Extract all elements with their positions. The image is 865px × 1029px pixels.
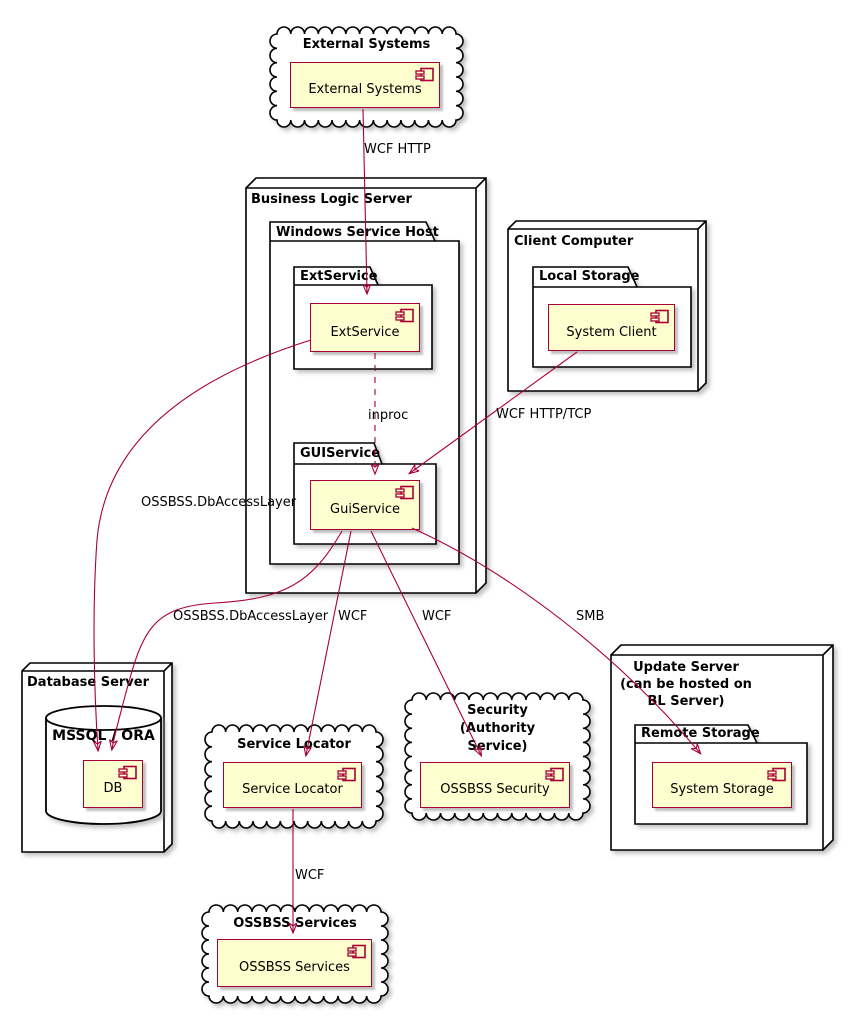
- component-icon: [394, 484, 416, 507]
- remote-storage-title: Remote Storage: [641, 726, 760, 741]
- edge-label-wcf-locator: WCF: [338, 609, 368, 624]
- component-icon: [414, 66, 436, 89]
- extservice-package-title: ExtService: [300, 269, 378, 284]
- windows-service-host-package: Windows Service Host ExtService ExtServi…: [269, 221, 460, 565]
- mssql-ora-title: MSSQL / ORA: [52, 728, 155, 744]
- guiservice-component: GuiService: [310, 480, 420, 530]
- component-icon: [346, 943, 368, 966]
- system-client-component: System Client: [548, 304, 675, 351]
- system-client-component-label: System Client: [566, 324, 657, 340]
- component-icon: [394, 307, 416, 330]
- edge-label-wcf-security: WCF: [422, 609, 452, 624]
- external-systems-cloud: External Systems External Systems: [269, 26, 464, 128]
- local-storage-title: Local Storage: [539, 269, 640, 284]
- external-systems-cloud-title: External Systems: [302, 37, 431, 52]
- edge-label-wcf-http-tcp: WCF HTTP/TCP: [496, 407, 592, 422]
- ossbss-security-component-label: OSSBSS Security: [440, 782, 550, 797]
- ossbss-security-component: OSSBSS Security: [420, 762, 570, 808]
- db-component: DB: [83, 760, 143, 808]
- component-icon: [766, 766, 788, 789]
- database-server-title: Database Server: [27, 675, 150, 690]
- local-storage-package: Local Storage System Client: [532, 266, 692, 368]
- edge-label-inproc: inproc: [368, 408, 409, 423]
- ossbss-services-cloud: OSSBSS Services OSSBSS Services: [201, 904, 389, 1004]
- component-icon: [336, 766, 358, 789]
- external-systems-component: External Systems: [290, 62, 440, 108]
- extservice-component: ExtService: [310, 303, 420, 352]
- edge-label-dbaccess-gui: OSSBSS.DbAccessLayer: [173, 609, 329, 624]
- security-cloud-title: Security (Authority Service): [459, 703, 536, 754]
- database-server-node: Database Server MSSQL / ORA DB: [21, 662, 173, 853]
- remote-storage-package: Remote Storage System Storage: [634, 724, 808, 825]
- guiservice-package: GUIService GuiService: [293, 442, 437, 545]
- update-server-title: Update Server (can be hosted on BL Serve…: [620, 660, 752, 709]
- external-systems-component-label: External Systems: [308, 82, 422, 97]
- service-locator-cloud-title: Service Locator: [237, 737, 351, 752]
- edge-label-smb: SMB: [576, 609, 605, 624]
- component-icon: [117, 764, 139, 787]
- service-locator-component: Service Locator: [223, 762, 362, 808]
- business-logic-server-node: Business Logic Server Windows Service Ho…: [245, 177, 487, 594]
- service-locator-cloud: Service Locator Service Locator: [204, 724, 384, 829]
- component-icon: [544, 766, 566, 789]
- client-computer-node: Client Computer Local Storage System Cli…: [507, 220, 707, 392]
- system-storage-component: System Storage: [652, 762, 792, 808]
- edge-label-wcf-http: WCF HTTP: [364, 142, 431, 157]
- extservice-package: ExtService ExtService: [293, 266, 433, 370]
- ossbss-services-cloud-title: OSSBSS Services: [233, 916, 357, 931]
- client-computer-title: Client Computer: [514, 234, 634, 249]
- guiservice-package-title: GUIService: [300, 446, 381, 461]
- update-server-node: Update Server (can be hosted on BL Serve…: [610, 644, 834, 851]
- service-locator-component-label: Service Locator: [242, 782, 343, 797]
- security-cloud: Security (Authority Service) OSSBSS Secu…: [404, 692, 591, 821]
- extservice-component-label: ExtService: [330, 324, 400, 340]
- system-storage-component-label: System Storage: [670, 782, 774, 797]
- edge-label-dbaccess-ext: OSSBSS.DbAccessLayer: [141, 495, 297, 510]
- business-logic-server-title: Business Logic Server: [251, 192, 412, 207]
- db-component-label: DB: [103, 781, 123, 796]
- component-icon: [649, 308, 671, 331]
- ossbss-services-component: OSSBSS Services: [217, 939, 372, 987]
- ossbss-services-component-label: OSSBSS Services: [239, 960, 350, 975]
- windows-service-host-title: Windows Service Host: [276, 225, 439, 240]
- guiservice-component-label: GuiService: [330, 502, 400, 517]
- edge-label-wcf-services: WCF: [295, 868, 325, 883]
- mssql-ora-database: MSSQL / ORA DB: [45, 705, 162, 825]
